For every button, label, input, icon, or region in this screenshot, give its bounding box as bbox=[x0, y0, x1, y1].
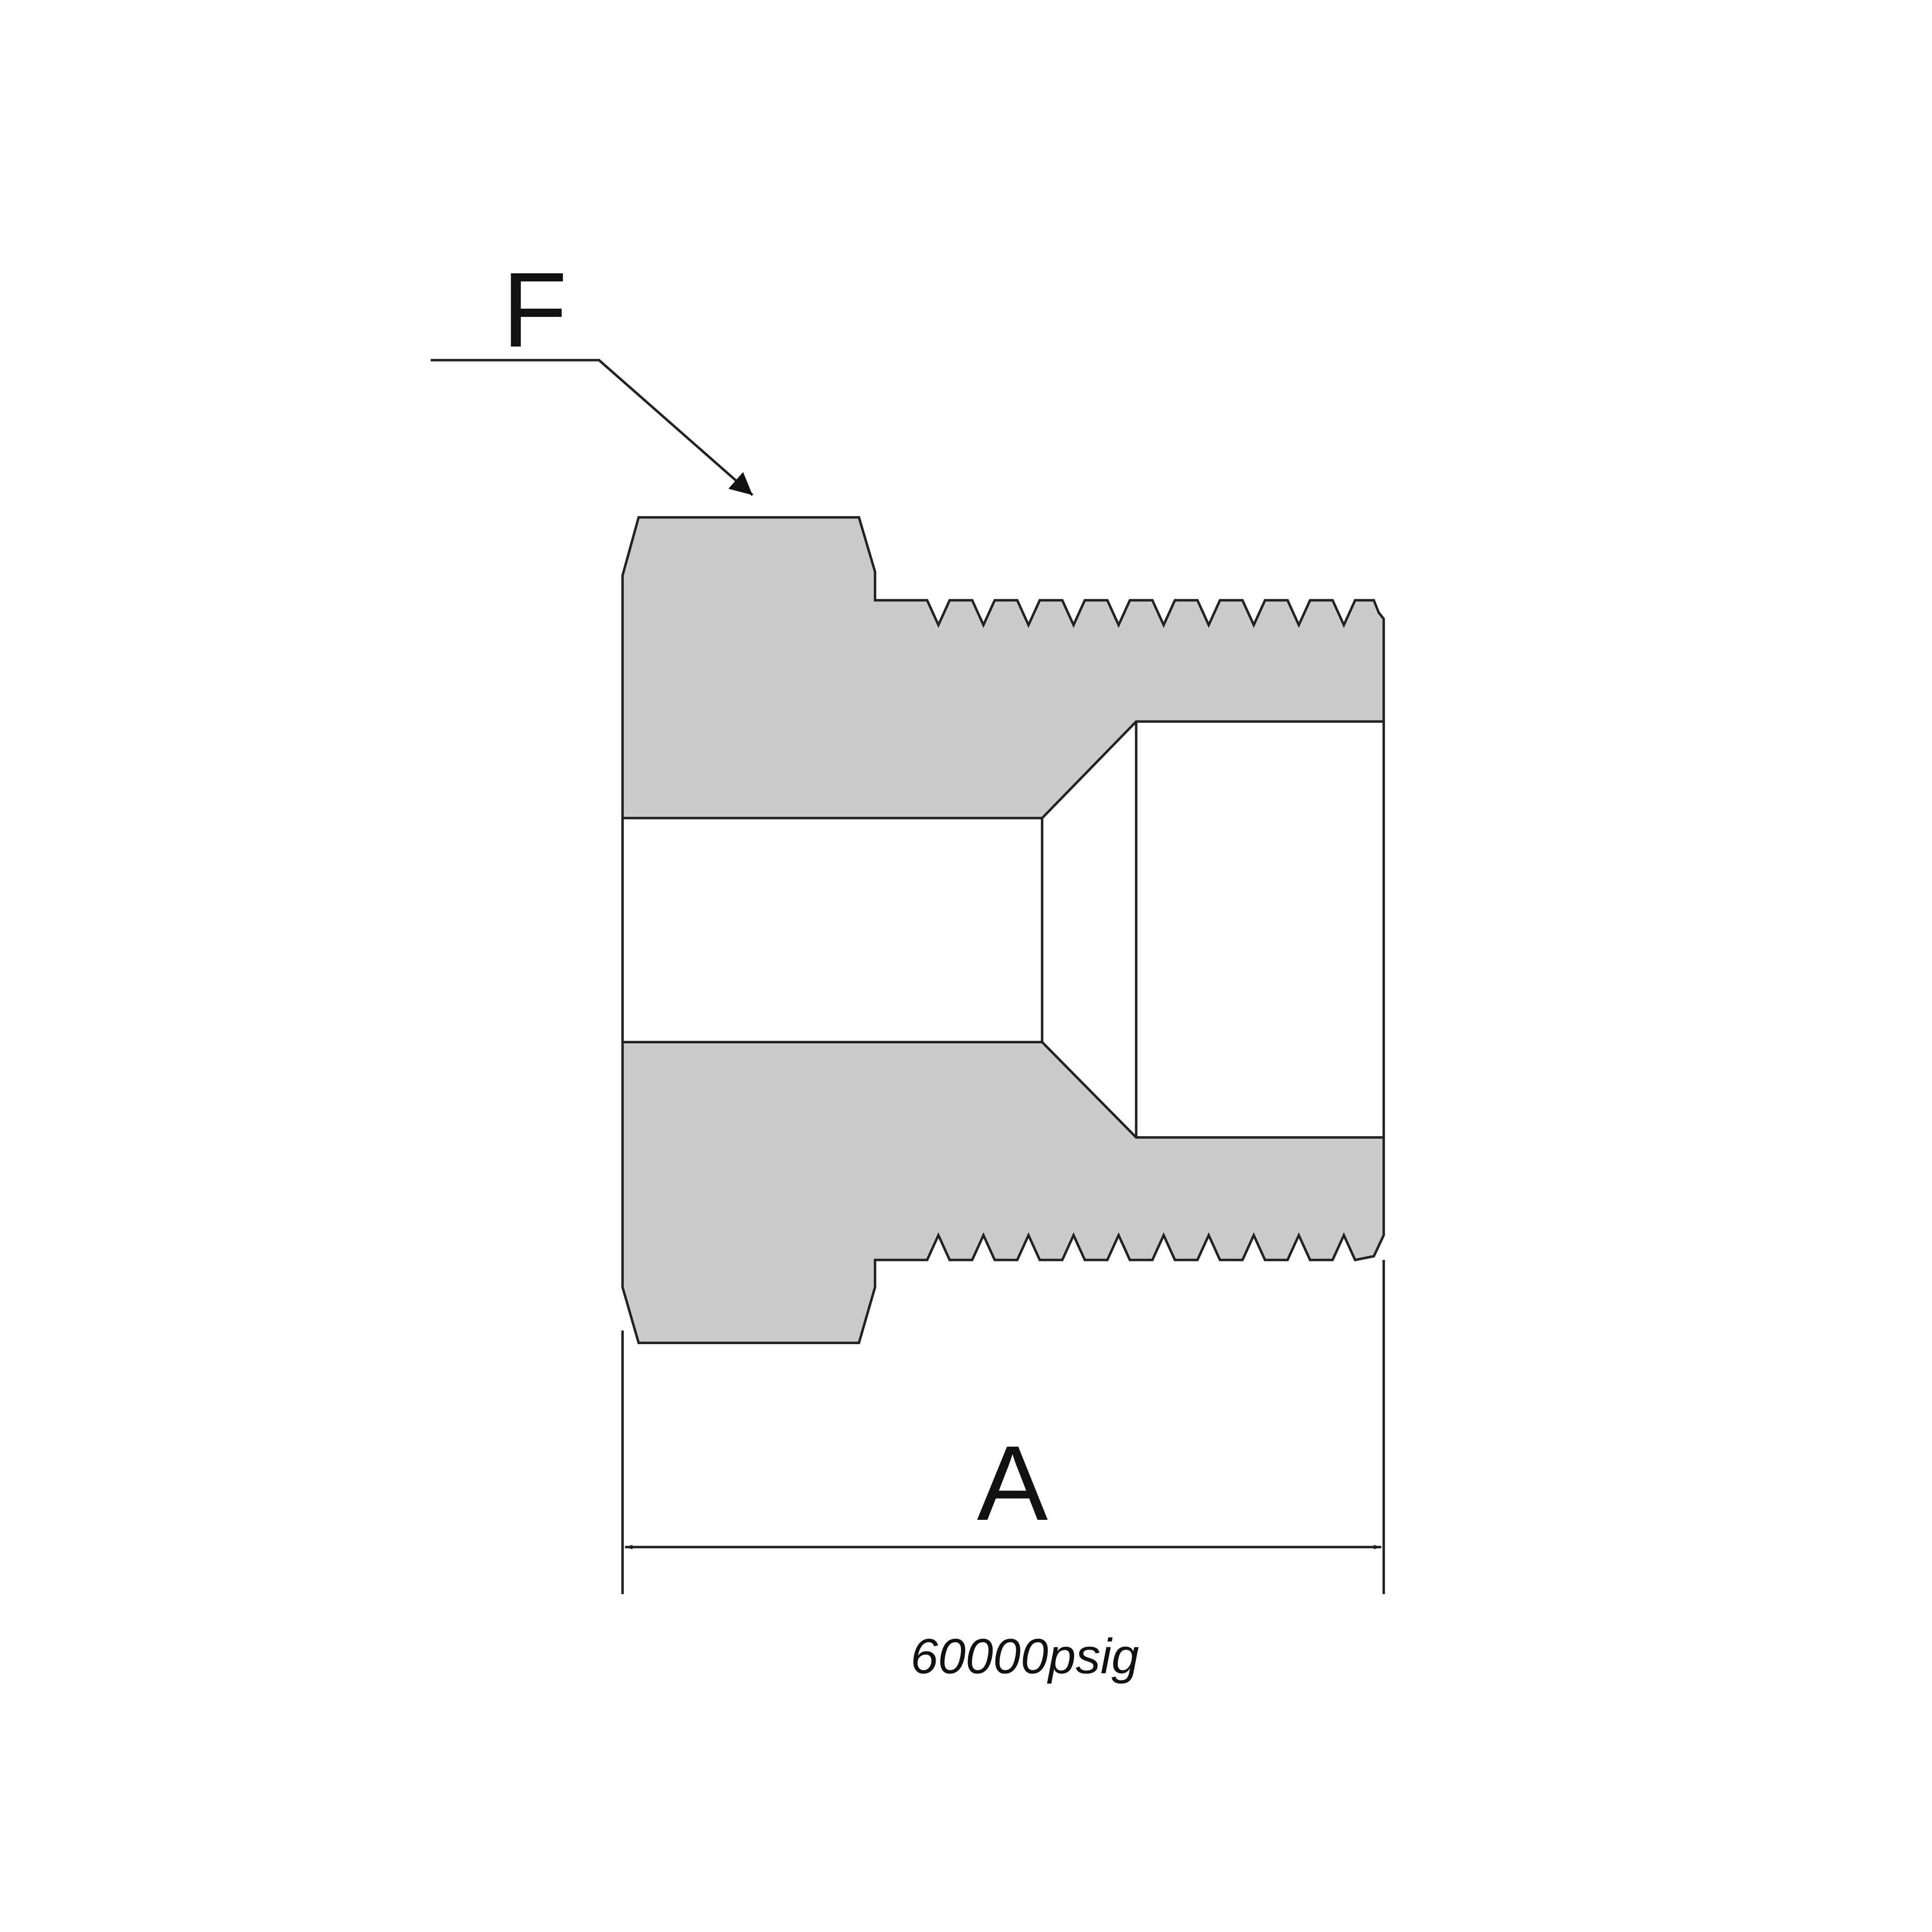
face-label: F bbox=[502, 251, 567, 369]
pressure-rating: 60000psig bbox=[910, 1629, 1139, 1684]
upper-body-section bbox=[621, 516, 1385, 820]
length-label: A bbox=[977, 1424, 1048, 1543]
face-leader-line bbox=[431, 359, 753, 496]
lower-body-section bbox=[621, 1041, 1385, 1344]
